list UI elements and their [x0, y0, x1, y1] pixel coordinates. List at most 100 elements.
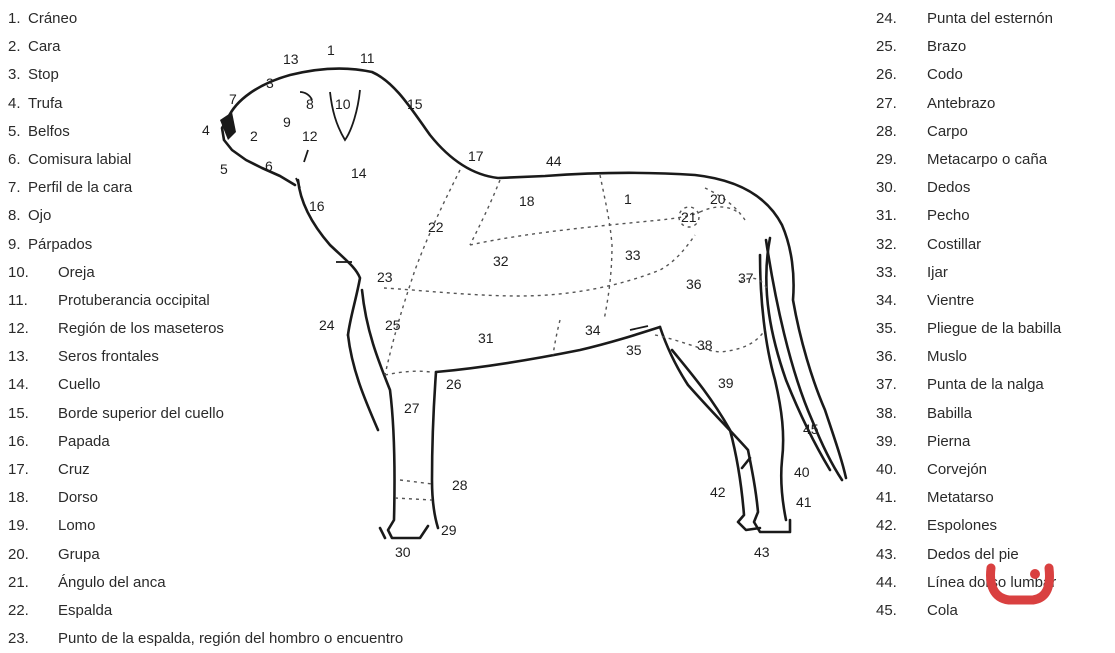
legend-item: 35.Pliegue de la babilla: [876, 315, 1111, 343]
legend-item: 32.Costillar: [876, 231, 1111, 259]
legend-number: 3.: [8, 61, 21, 89]
legend-number: 25.: [876, 33, 897, 61]
legend-item: 23.Punto de la espalda, región del hombr…: [8, 625, 568, 653]
legend-text: Corvejón: [927, 456, 987, 484]
legend-number: 39.: [876, 428, 897, 456]
label-42: 42: [710, 484, 726, 500]
legend-item: 4.Trufa: [8, 90, 568, 118]
legend-text: Pliegue de la babilla: [927, 315, 1061, 343]
legend-item: 36.Muslo: [876, 343, 1111, 371]
legend-number: 22.: [8, 597, 29, 625]
legend-text: Stop: [28, 61, 59, 89]
legend-number: 30.: [876, 174, 897, 202]
legend-number: 26.: [876, 61, 897, 89]
label-21: 21: [681, 209, 697, 225]
legend-item: 5.Belfos: [8, 118, 568, 146]
legend-text: Vientre: [927, 287, 974, 315]
legend-item: 38.Babilla: [876, 400, 1111, 428]
legend-text: Cráneo: [28, 5, 77, 33]
legend-text: Metatarso: [927, 484, 994, 512]
legend-item: 42. Espolones: [876, 512, 1111, 540]
watermark-logo-icon: [985, 558, 1057, 610]
legend-number: 18.: [8, 484, 29, 512]
legend-number: 24.: [876, 5, 897, 33]
legend-item: 28.Carpo: [876, 118, 1111, 146]
legend-number: 8.: [8, 202, 21, 230]
legend-text: Cuello: [58, 371, 101, 399]
legend-item: 27.Antebrazo: [876, 90, 1111, 118]
legend-number: 42.: [876, 512, 897, 540]
label-20: 20: [710, 191, 726, 207]
legend-item: 24.Punta del esternón: [876, 5, 1111, 33]
label-41: 41: [796, 494, 812, 510]
legend-text: Ijar: [927, 259, 948, 287]
legend-item: 15.Borde superior del cuello: [8, 400, 568, 428]
legend-text: Punta de la nalga: [927, 371, 1044, 399]
legend-item: 1.Cráneo: [8, 5, 568, 33]
legend-number: 41.: [876, 484, 897, 512]
legend-item: 21. Ángulo del anca: [8, 569, 568, 597]
legend-text: Oreja: [58, 259, 95, 287]
legend-number: 11.: [8, 287, 28, 315]
legend-item: 7.Perfil de la cara: [8, 174, 568, 202]
legend-item: 10. Oreja: [8, 259, 568, 287]
legend-number: 9.: [8, 231, 21, 259]
label-39: 39: [718, 375, 734, 391]
legend-text: Lomo: [58, 512, 96, 540]
legend-right: 24.Punta del esternón25. Brazo26.Codo27.A…: [876, 5, 1111, 625]
legend-item: 34.Vientre: [876, 287, 1111, 315]
legend-number: 13.: [8, 343, 29, 371]
legend-text: Perfil de la cara: [28, 174, 132, 202]
legend-item: 16.Papada: [8, 428, 568, 456]
legend-item: 8. Ojo: [8, 202, 568, 230]
legend-item: 40. Corvejón: [876, 456, 1111, 484]
label-36: 36: [686, 276, 702, 292]
legend-text: Cola: [927, 597, 958, 625]
legend-text: Dedos: [927, 174, 970, 202]
legend-item: 13. Seros frontales: [8, 343, 568, 371]
legend-text: Dorso: [58, 484, 98, 512]
legend-number: 40.: [876, 456, 897, 484]
legend-item: 33.Ijar: [876, 259, 1111, 287]
legend-text: Antebrazo: [927, 90, 995, 118]
legend-text: Comisura labial: [28, 146, 131, 174]
legend-text: Región de los maseteros: [58, 315, 224, 343]
label-40: 40: [794, 464, 810, 480]
legend-text: Ángulo del anca: [58, 569, 166, 597]
legend-item: 25. Brazo: [876, 33, 1111, 61]
legend-item: 14.Cuello: [8, 371, 568, 399]
legend-number: 43.: [876, 541, 897, 569]
legend-text: Cara: [28, 33, 61, 61]
legend-number: 16.: [8, 428, 29, 456]
legend-number: 5.: [8, 118, 21, 146]
legend-text: Belfos: [28, 118, 70, 146]
legend-number: 10.: [8, 259, 29, 287]
label-43: 43: [754, 544, 770, 560]
legend-text: Ojo: [28, 202, 51, 230]
legend-text: Espolones: [927, 512, 997, 540]
legend-number: 36.: [876, 343, 897, 371]
label-34: 34: [585, 322, 601, 338]
legend-item: 3.Stop: [8, 61, 568, 89]
legend-text: Brazo: [927, 33, 966, 61]
legend-number: 23.: [8, 625, 29, 653]
legend-item: 26.Codo: [876, 61, 1111, 89]
legend-text: Seros frontales: [58, 343, 159, 371]
legend-number: 29.: [876, 146, 897, 174]
label-35: 35: [626, 342, 642, 358]
label-33: 33: [625, 247, 641, 263]
legend-text: Pecho: [927, 202, 970, 230]
legend-text: Borde superior del cuello: [58, 400, 224, 428]
legend-item: 41. Metatarso: [876, 484, 1111, 512]
legend-left: 1.Cráneo2.Cara3.Stop4.Trufa5.Belfos6.Com…: [8, 5, 568, 653]
legend-item: 11.Protuberancia occipital: [8, 287, 568, 315]
legend-item: 31.Pecho: [876, 202, 1111, 230]
legend-item: 9.Párpados: [8, 231, 568, 259]
legend-text: Carpo: [927, 118, 968, 146]
legend-number: 7.: [8, 174, 21, 202]
legend-number: 12.: [8, 315, 29, 343]
legend-item: 12. Región de los maseteros: [8, 315, 568, 343]
legend-item: 18. Dorso: [8, 484, 568, 512]
legend-number: 32.: [876, 231, 897, 259]
legend-number: 21.: [8, 569, 29, 597]
